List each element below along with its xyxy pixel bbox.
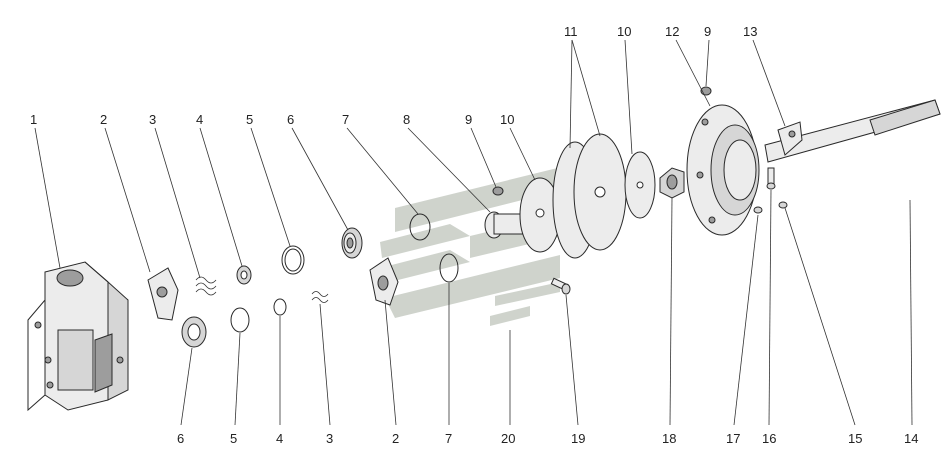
callout-4-bottom: 4: [276, 431, 283, 446]
part-19-bolt: [550, 277, 571, 295]
part-14-lever: [764, 99, 941, 163]
callout-2: 2: [100, 112, 107, 127]
part-5-ring-lower: [230, 307, 250, 333]
callout-7-bottom: 7: [445, 431, 452, 446]
callout-10: 10: [500, 112, 514, 127]
callout-17-bottom: 17: [726, 431, 740, 446]
callout-19-bottom: 19: [571, 431, 585, 446]
part-5-ring: [281, 245, 305, 275]
part-1-housing: [27, 261, 129, 412]
part-6-bushing: [181, 316, 207, 348]
callout-13: 13: [743, 24, 757, 39]
part-7-snap-ring-lower: [439, 253, 459, 283]
callout-12: 12: [665, 24, 679, 39]
callout-10b: 10: [617, 24, 631, 39]
callout-11: 11: [564, 24, 578, 39]
part-3-spring-lower: [311, 291, 329, 303]
callout-2-bottom: 2: [392, 431, 399, 446]
part-17-washer: [753, 206, 763, 214]
callout-5-bottom: 5: [230, 431, 237, 446]
callout-6: 6: [287, 112, 294, 127]
callout-14-bottom: 14: [904, 431, 918, 446]
callout-labels: 1 2 3 4 5 6 7 8 9 10 11 10 12 9 13 6 5 4…: [30, 24, 918, 446]
part-11-plate: [552, 133, 627, 259]
leader-lines: [34, 39, 913, 426]
callout-8: 8: [403, 112, 410, 127]
part-10-disc-right: [624, 151, 656, 219]
callout-20-bottom: 20: [501, 431, 515, 446]
callout-3-bottom: 3: [326, 431, 333, 446]
callout-7: 7: [342, 112, 349, 127]
part-16-bolt: [766, 167, 776, 190]
callout-9: 9: [465, 112, 472, 127]
part-4-washer: [236, 265, 252, 285]
part-12-cover: [686, 104, 760, 236]
part-2-bracket: [147, 267, 179, 321]
callout-9b: 9: [704, 24, 711, 39]
part-9-nut: [492, 186, 504, 196]
callout-18-bottom: 18: [662, 431, 676, 446]
callout-15-bottom: 15: [848, 431, 862, 446]
callout-5: 5: [246, 112, 253, 127]
part-15-screw: [778, 201, 788, 209]
part-2-flange: [369, 257, 399, 306]
callout-1: 1: [30, 112, 37, 127]
callout-4: 4: [196, 112, 203, 127]
part-18-hex-nut: [659, 167, 685, 199]
callout-6-bottom: 6: [177, 431, 184, 446]
part-4-washer-lower: [273, 298, 287, 316]
callout-3: 3: [149, 112, 156, 127]
part-3-spring: [195, 276, 217, 296]
part-7-snap-ring: [409, 213, 431, 241]
callout-16-bottom: 16: [762, 431, 776, 446]
part-6-pulley: [341, 227, 363, 259]
